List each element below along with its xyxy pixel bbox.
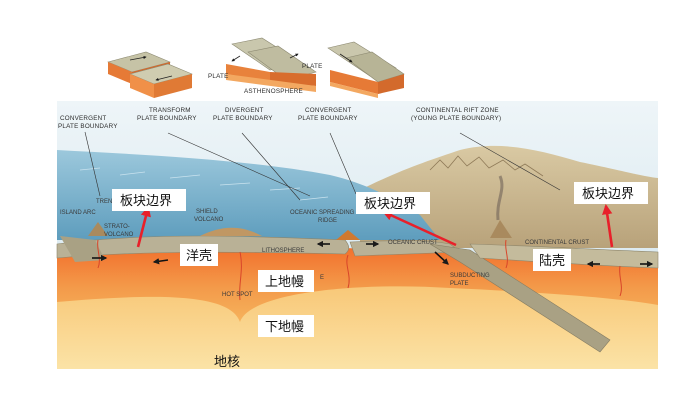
- divergent-block-diagram: PLATE PLATE ASTHENOSPHERE: [208, 37, 322, 95]
- label-strato-1: STRATO-: [104, 224, 130, 230]
- header-transform-2: PLATE BOUNDARY: [137, 115, 197, 122]
- cn-lower-mantle-box: 下地幔: [258, 315, 314, 337]
- header-convergent-mid-1: CONVERGENT: [305, 107, 351, 114]
- cn-lower-mantle: 下地幔: [265, 320, 304, 335]
- header-convergent-mid-2: PLATE BOUNDARY: [298, 115, 358, 122]
- header-transform-1: TRANSFORM: [149, 107, 191, 114]
- label-oceanic-ridge-2: RIDGE: [318, 218, 337, 224]
- block-asthenosphere-label: ASTHENOSPHERE: [244, 88, 303, 95]
- cn-boundary-left-box: 板块边界: [112, 189, 186, 211]
- label-lithosphere: LITHOSPHERE: [262, 248, 304, 254]
- block-plate-label-left: PLATE: [208, 73, 228, 80]
- cn-boundary-left: 板块边界: [120, 194, 172, 209]
- header-rift-1: CONTINENTAL RIFT ZONE: [416, 107, 499, 114]
- label-shield-1: SHIELD: [196, 209, 218, 215]
- label-oceanic-crust: OCEANIC CRUST: [388, 240, 438, 246]
- header-rift-2: (YOUNG PLATE BOUNDARY): [411, 115, 501, 122]
- block-plate-label-right: PLATE: [302, 63, 322, 70]
- label-oceanic-ridge-1: OCEANIC SPREADING: [290, 210, 355, 216]
- label-strato-2: VOLCANO: [104, 232, 134, 238]
- header-labels: CONVERGENT PLATE BOUNDARY TRANSFORM PLAT…: [58, 107, 561, 201]
- cn-continental-crust: 陆壳: [539, 253, 565, 269]
- header-convergent-left-1: CONVERGENT: [60, 115, 106, 122]
- label-island-arc: ISLAND ARC: [60, 210, 96, 216]
- cn-upper-mantle-box: 上地幔: [258, 270, 314, 292]
- header-divergent-2: PLATE BOUNDARY: [213, 115, 273, 122]
- cn-oceanic-crust-box: 洋壳: [180, 244, 218, 266]
- label-hot-spot: HOT SPOT: [222, 292, 253, 298]
- cn-oceanic-crust: 洋壳: [186, 249, 212, 264]
- cross-section: [56, 101, 659, 369]
- label-trench: TRENCH: [96, 199, 121, 205]
- cn-continental-crust-box: 陆壳: [533, 249, 571, 271]
- transform-block-diagram: [107, 51, 193, 98]
- cn-upper-mantle: 上地幔: [265, 275, 304, 290]
- header-convergent-left-2: PLATE BOUNDARY: [58, 123, 118, 130]
- cn-boundary-mid-box: 板块边界: [356, 192, 430, 214]
- convergent-block-diagram: [327, 41, 405, 98]
- feature-labels: TRENCH ISLAND ARC STRATO- VOLCANO SHIELD…: [60, 199, 589, 298]
- header-divergent-1: DIVERGENT: [225, 107, 264, 114]
- label-shield-2: VOLCANO: [194, 217, 224, 223]
- label-asthenosphere-partial: E: [320, 275, 324, 281]
- cn-boundary-right: 板块边界: [582, 187, 634, 202]
- cn-boundary-right-box: 板块边界: [574, 182, 648, 204]
- label-subducting-1: SUBDUCTING: [450, 273, 490, 279]
- cn-boundary-mid: 板块边界: [364, 197, 416, 212]
- label-continental-crust: CONTINENTAL CRUST: [525, 240, 589, 246]
- cn-core: 地核: [214, 355, 240, 370]
- annotation-arrows: [136, 203, 614, 248]
- label-subducting-2: PLATE: [450, 281, 469, 287]
